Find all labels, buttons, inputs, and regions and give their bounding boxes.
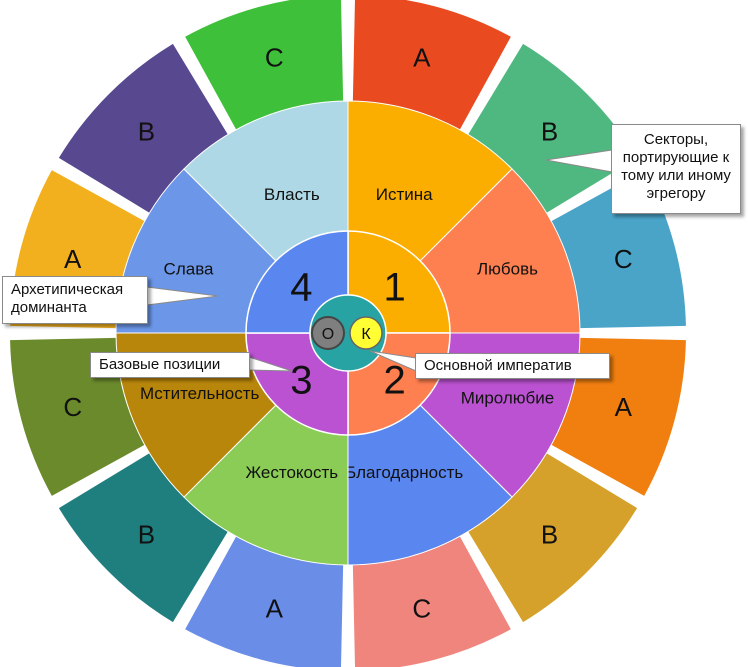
o-label: О [322,326,334,343]
outer-sector-label-6: C [412,593,431,623]
outer-sector-label-11: B [138,116,155,146]
outer-sector-label-8: B [138,520,155,550]
callout-sectors-line-3: тому или иному [621,167,731,184]
callout-base-positions: Базовые позиции [90,352,250,378]
middle-sector-label-7: Слава [164,260,214,279]
callout-sectors-line-4: эгрегору [646,185,706,202]
k-circle [349,316,383,350]
outer-sector-label-7: A [266,593,284,623]
callout-archetype: Архетипическая доминанта [2,276,148,324]
outer-sector-label-5: B [541,520,558,550]
middle-sector-label-1: Истина [376,185,433,204]
outer-sector-12 [185,0,344,130]
middle-sector-label-2: Любовь [477,260,538,279]
callout-base-text: Базовые позиции [99,356,221,373]
middle-sector-label-6: Мстительность [140,384,260,403]
outer-sector-label-2: B [541,116,558,146]
outer-sector-2 [468,43,638,213]
outer-sector-6 [352,536,511,667]
outer-sector-label-9: C [63,392,82,422]
middle-sector-label-3: Миролюбие [461,388,555,407]
middle-sector-label-8: Власть [264,185,320,204]
callout-imperative: Основной императив [415,353,610,379]
callout-sectors: Секторы, портирующие к тому или иному эг… [611,124,741,214]
outer-sector-label-12: C [265,43,284,73]
outer-sector-11 [58,43,228,213]
k-label: К [361,326,371,343]
outer-sector-label-10: A [64,244,82,274]
center-disc [309,294,387,372]
inner-ring: 1 2 3 4 [245,230,451,436]
outer-sector-label-3: C [614,244,633,274]
callout-sectors-line-1: Секторы, [643,131,709,148]
inner-quadrant-number-3: 3 [290,359,312,403]
callout-archetype-line-1: Архетипическая [11,281,124,298]
inner-quadrant-number-1: 1 [384,265,406,309]
callout-sectors-line-2: портирующие к [622,149,730,166]
outer-ring: A B C A B C A B C A B C [10,0,686,667]
outer-sector-label-1: A [413,43,431,73]
callout-archetype-line-2: доминанта [11,299,87,316]
outer-sector-label-4: A [615,392,633,422]
inner-quadrant-number-2: 2 [384,359,406,403]
outer-sector-5 [468,453,638,623]
inner-quadrant-number-4: 4 [290,265,312,309]
middle-sector-label-5: Жестокость [245,463,338,482]
callout-imperative-text: Основной императив [424,357,572,374]
outer-sector-7 [185,536,344,667]
outer-sector-1 [352,0,511,130]
o-circle [311,316,345,350]
center-core: О К [309,294,387,372]
middle-sector-label-4: Благодарность [345,463,463,482]
outer-sector-8 [58,453,228,623]
